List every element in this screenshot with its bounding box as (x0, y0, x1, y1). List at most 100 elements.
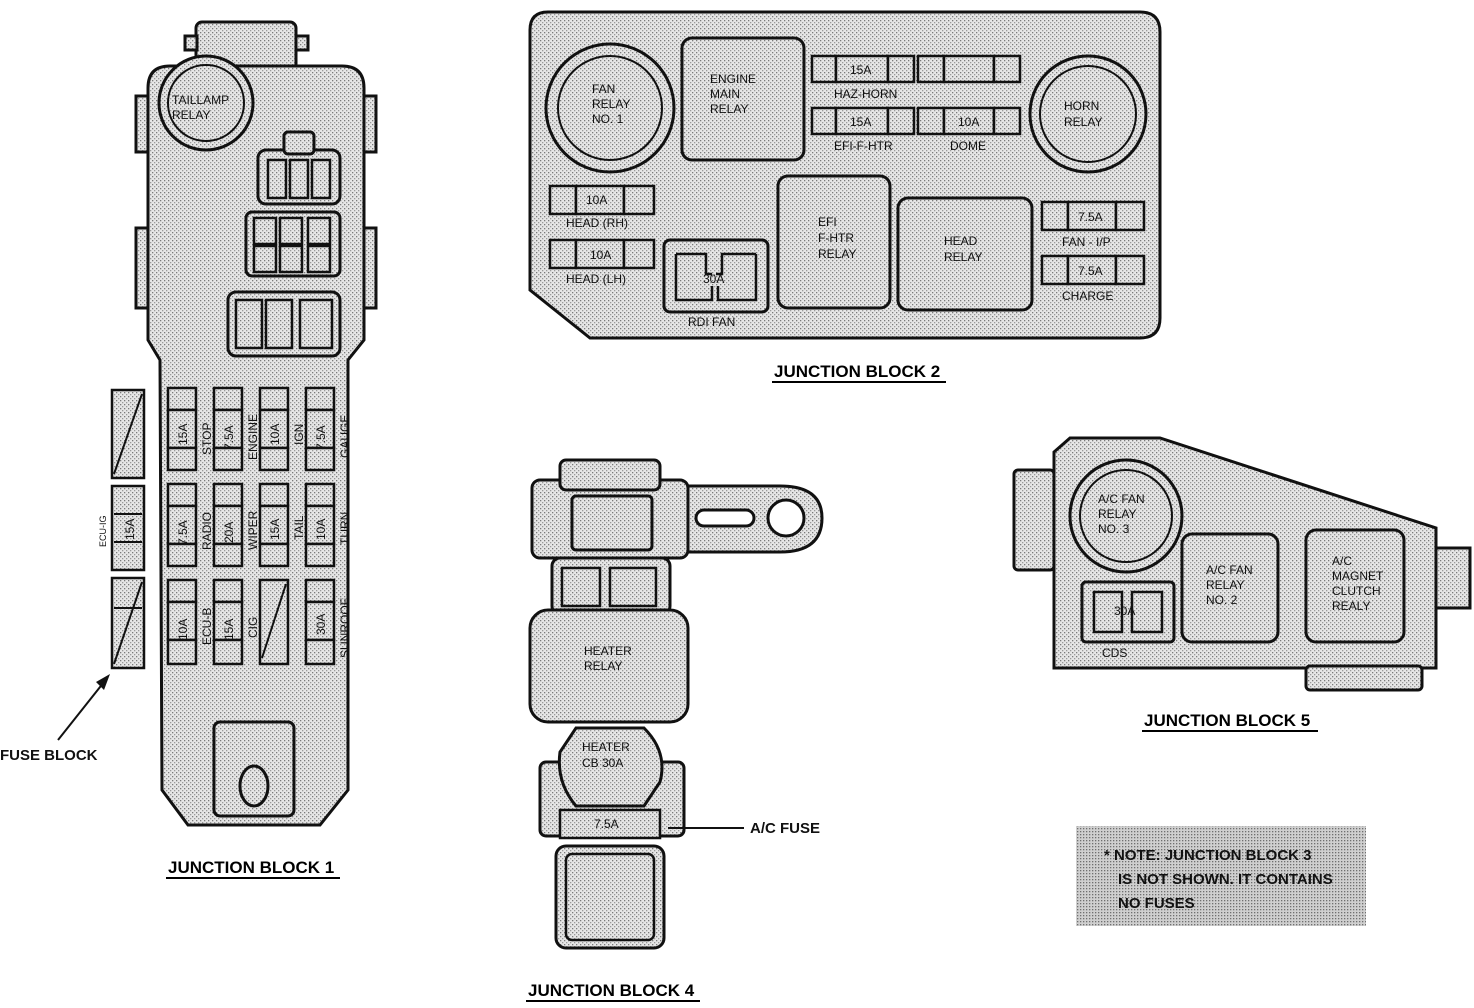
jb2-title: JUNCTION BLOCK 2 (774, 362, 940, 381)
note-line-1: * NOTE: JUNCTION BLOCK 3 (1104, 847, 1312, 864)
horn-relay (1028, 54, 1148, 174)
jb4-title: JUNCTION BLOCK 4 (528, 981, 695, 1000)
haz-horn-amp: 15A (850, 63, 871, 77)
ac-fan2-l1: A/C FAN (1206, 563, 1253, 577)
note-line-2: IS NOT SHOWN. IT CONTAINS (1118, 871, 1333, 888)
fuse-radio-name: RADIO (200, 512, 214, 550)
fuse-block (110, 388, 146, 670)
dome-amp: 10A (958, 115, 979, 129)
ac-fuse (558, 808, 662, 840)
ecu-ig-label: ECU-IG (98, 516, 108, 548)
head-rh-name: HEAD (RH) (566, 216, 628, 230)
head-relay-l1: HEAD (944, 234, 978, 248)
head-lh-name: HEAD (LH) (566, 272, 626, 286)
heater-relay (528, 608, 690, 724)
taillamp-relay (157, 54, 255, 152)
engine-main-relay-l3: RELAY (710, 102, 748, 116)
rdi-fan-fuse (662, 238, 770, 314)
fuse-tail-amp: 15A (268, 519, 282, 540)
ac-mag-l2: MAGNET (1332, 569, 1384, 583)
fuse-tail-name: TAIL (292, 515, 306, 540)
fuse-ecub-amp: 10A (176, 619, 190, 640)
fuse-cig-amp: 15A (222, 619, 236, 640)
efi-htr-name: EFI-F-HTR (834, 139, 893, 153)
ac-mag-l4: REALY (1332, 599, 1370, 613)
fuse-stop-amp: 15A (176, 424, 190, 445)
ac-fan3-l1: A/C FAN (1098, 492, 1145, 506)
efi-f-htr-relay (776, 174, 892, 310)
fuse-wiper-name: WIPER (246, 510, 260, 550)
ac-fan3-l3: NO. 3 (1098, 522, 1130, 536)
junction-block-5: A/C FAN RELAY NO. 3 30A CDS A/C FAN RELA… (1012, 436, 1472, 732)
ac-fan-relay-no3 (1068, 458, 1184, 574)
ac-fan2-l3: NO. 2 (1206, 593, 1238, 607)
fuse-radio-amp: 7.5A (176, 520, 190, 545)
fuse-stop-name: STOP (200, 423, 214, 455)
note-box: * NOTE: JUNCTION BLOCK 3 IS NOT SHOWN. I… (1076, 826, 1366, 926)
fan-ip-name: FAN - I/P (1062, 235, 1111, 249)
fan-ip-amp: 7.5A (1078, 210, 1103, 224)
taillamp-relay-label-2: RELAY (172, 108, 210, 122)
fuse-wiper-amp: 20A (222, 522, 236, 543)
cds-name: CDS (1102, 646, 1127, 660)
note-line-3: NO FUSES (1118, 895, 1195, 912)
rdi-fan-amp: 30A (703, 272, 724, 286)
haz-horn-name: HAZ-HORN (834, 87, 897, 101)
heater-relay-l1: HEATER (584, 644, 632, 658)
junction-block-4: HEATER RELAY HEATER CB 30A 7.5A A/C FUSE… (526, 458, 824, 1002)
ac-fuse-label: A/C FUSE (750, 820, 820, 837)
fuse-cig-name: CIG (246, 617, 260, 638)
taillamp-relay-label-1: TAILLAMP (172, 93, 229, 107)
charge-name: CHARGE (1062, 289, 1113, 303)
head-rh-amp: 10A (586, 193, 607, 207)
horn-relay-l1: HORN (1064, 99, 1099, 113)
fan-relay-l3: NO. 1 (592, 112, 624, 126)
heater-cb-l2: CB 30A (582, 756, 623, 770)
fuse-ecub-name: ECU-B (200, 608, 214, 645)
ac-fuse-amp: 7.5A (594, 817, 619, 831)
fuse-ign-amp: 10A (268, 424, 282, 445)
ecu-ig-amp: 15A (123, 519, 137, 540)
charge-amp: 7.5A (1078, 264, 1103, 278)
heater-cb (557, 726, 664, 808)
fuse-turn-amp: 10A (314, 519, 328, 540)
horn-relay-l2: RELAY (1064, 115, 1102, 129)
fan-relay-l2: RELAY (592, 97, 630, 111)
engine-main-relay (680, 36, 806, 162)
efi-relay-l2: F-HTR (818, 231, 854, 245)
efi-htr-amp: 15A (850, 115, 871, 129)
ac-fan3-l2: RELAY (1098, 507, 1136, 521)
heater-relay-l2: RELAY (584, 659, 622, 673)
fuse-engine-name: ENGINE (246, 414, 260, 460)
fuse-engine-amp: 7.5A (222, 425, 236, 450)
fuse-sunroof-amp: 30A (314, 614, 328, 635)
cds-fuse (1080, 580, 1176, 644)
junction-block-2: FAN RELAY NO. 1 ENGINE MAIN RELAY 15A HA… (528, 10, 1162, 383)
efi-relay-l1: EFI (818, 215, 837, 229)
ac-fan-relay-no2 (1180, 532, 1280, 644)
engine-main-relay-l2: MAIN (710, 87, 740, 101)
fan-relay-no1 (544, 42, 676, 174)
fuse-turn-name: TURN (338, 512, 352, 545)
head-relay-l2: RELAY (944, 250, 982, 264)
ac-magnet-clutch-relay (1304, 528, 1406, 644)
cds-amp: 30A (1114, 604, 1135, 618)
fuse-gauge-amp: 7.5A (314, 425, 328, 450)
ac-fan2-l2: RELAY (1206, 578, 1244, 592)
efi-relay-l3: RELAY (818, 247, 856, 261)
ac-mag-l1: A/C (1332, 554, 1352, 568)
ac-mag-l3: CLUTCH (1332, 584, 1381, 598)
jb1-title: JUNCTION BLOCK 1 (168, 858, 334, 877)
fan-relay-l1: FAN (592, 82, 615, 96)
dome-name: DOME (950, 139, 986, 153)
rdi-fan-name: RDI FAN (688, 315, 735, 329)
fuse-ign-name: IGN (292, 424, 306, 445)
fuse-gauge-name: GAUGE (338, 415, 352, 458)
head-lh-amp: 10A (590, 248, 611, 262)
engine-main-relay-l1: ENGINE (710, 72, 756, 86)
junction-block-1: TAILLAMP RELAY (0, 20, 378, 879)
heater-cb-l1: HEATER (582, 740, 630, 754)
fuse-sunroof-name: SUNROOF (338, 598, 352, 658)
jb5-title: JUNCTION BLOCK 5 (1144, 711, 1310, 730)
